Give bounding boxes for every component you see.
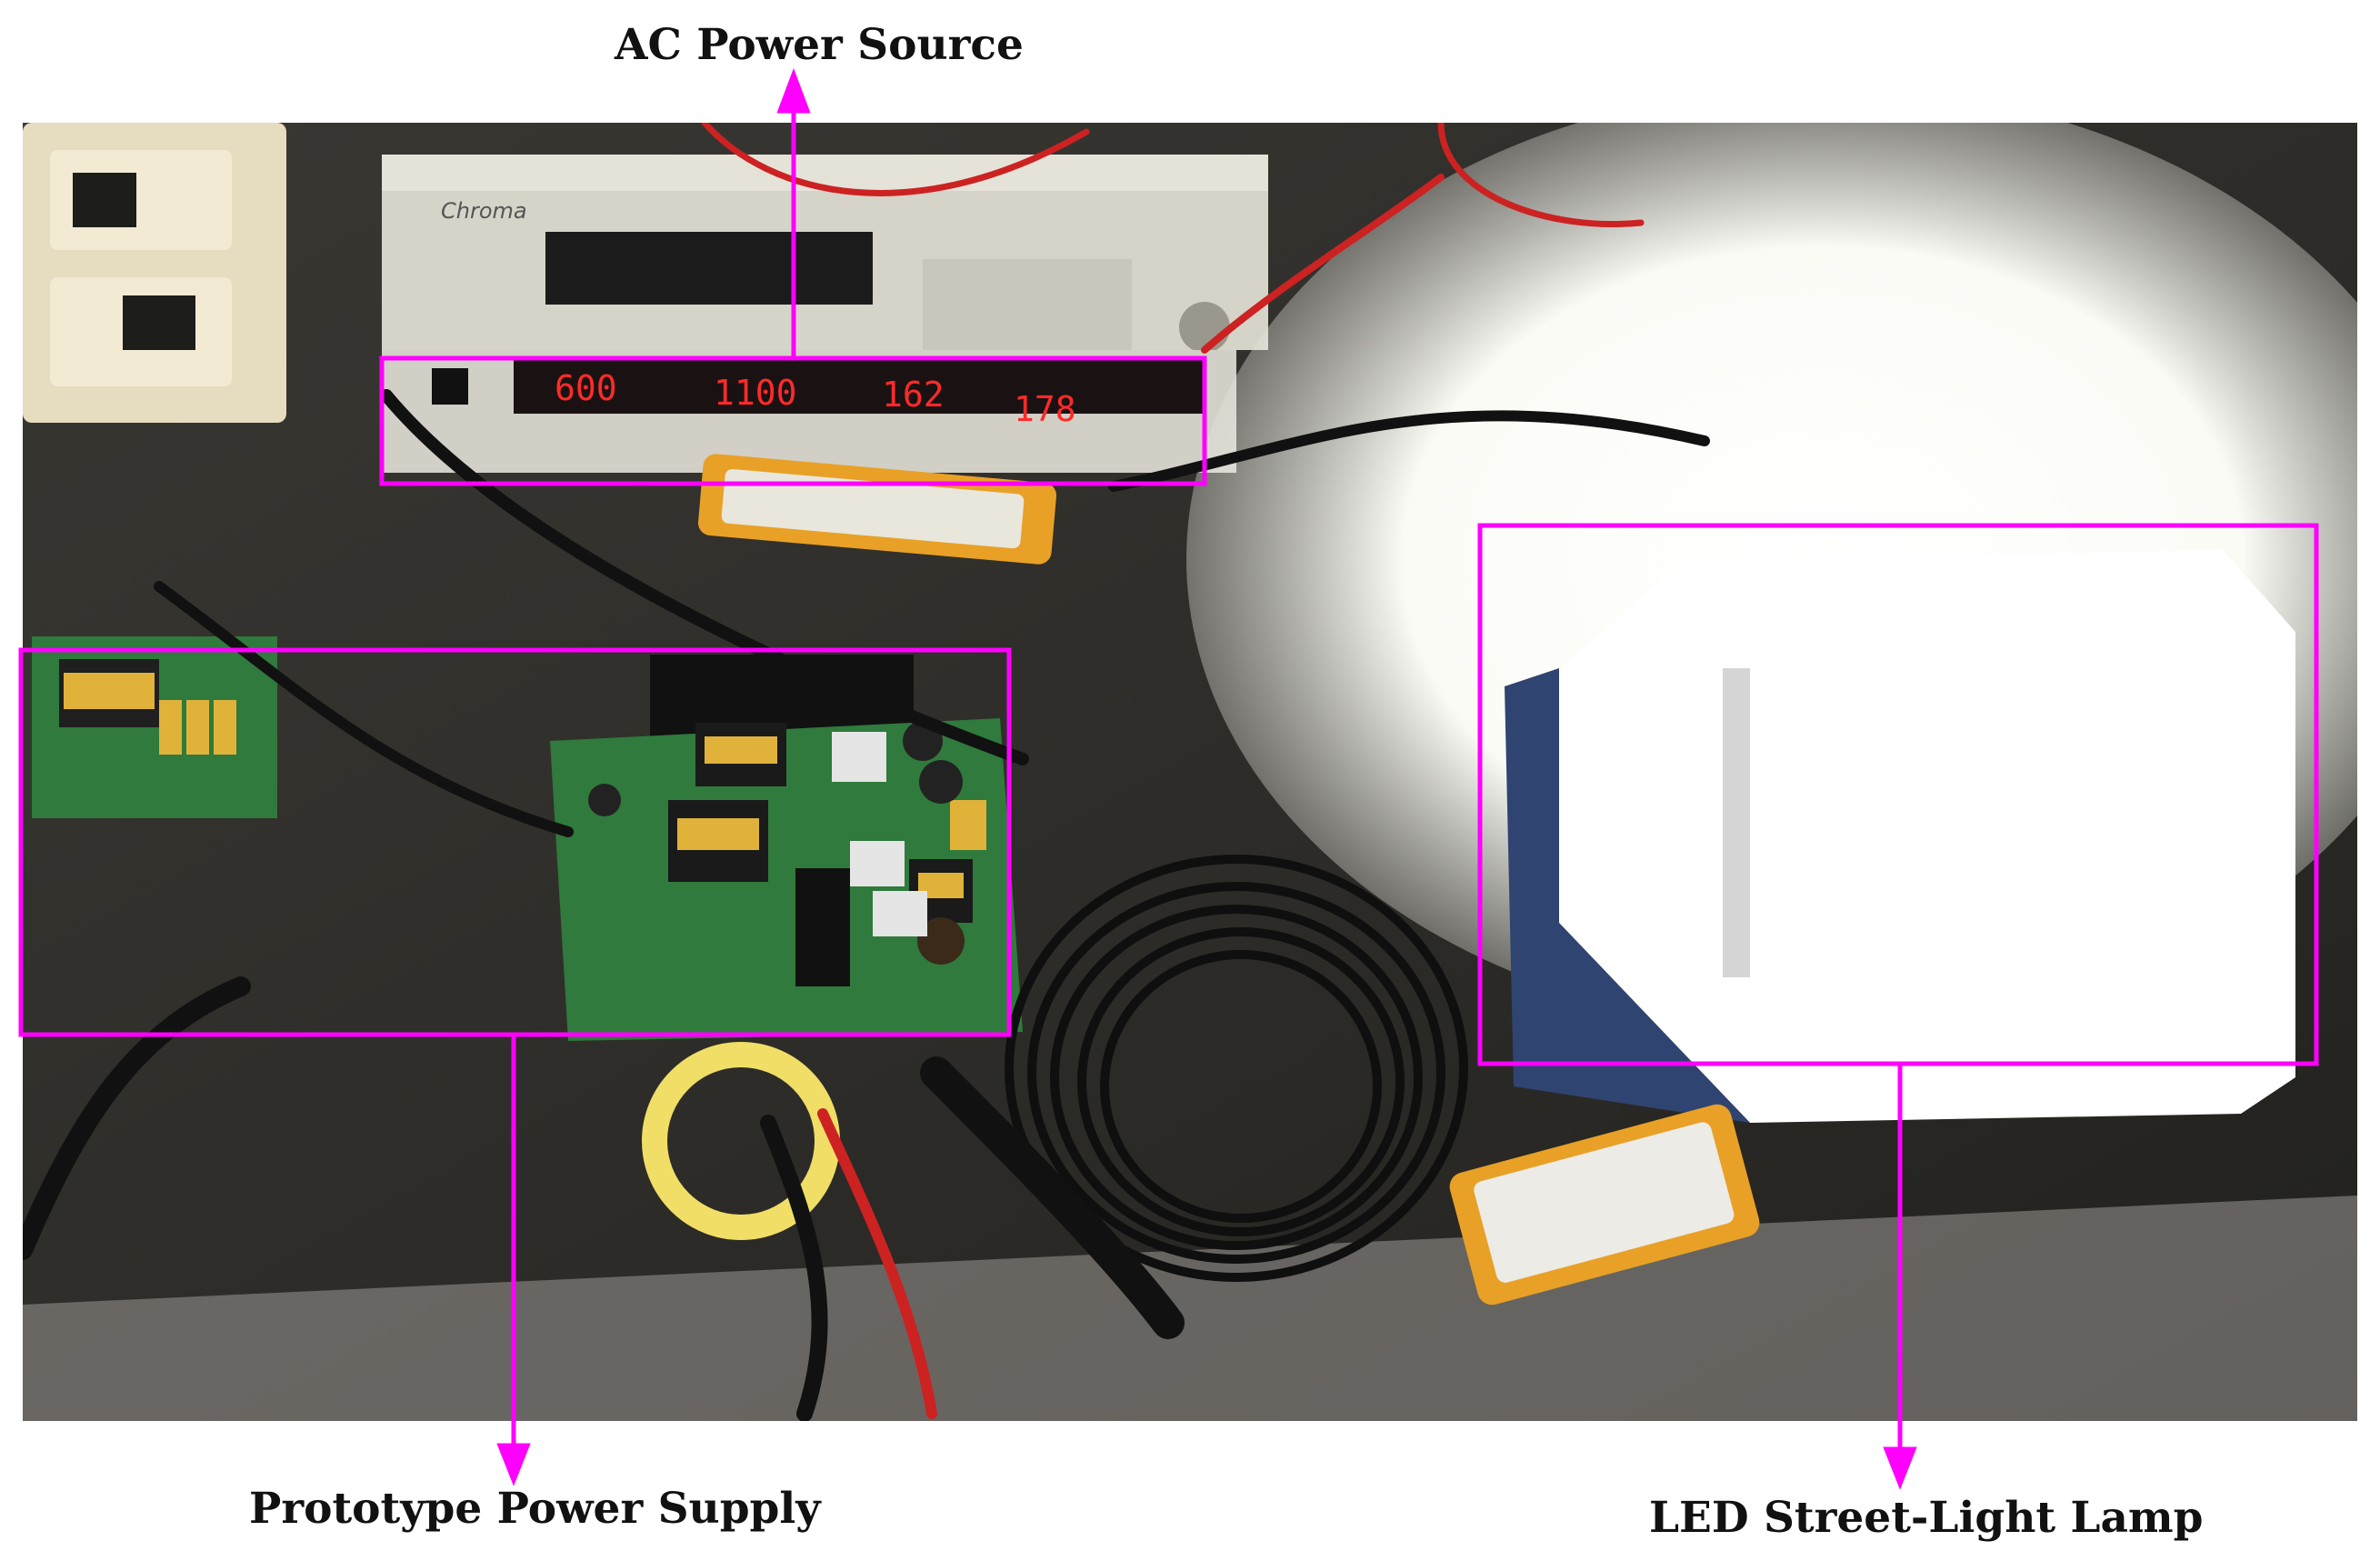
display-value-1: 600 — [555, 368, 617, 408]
label-prototype-power-supply: Prototype Power Supply — [249, 1484, 821, 1534]
test-setup-photo: Chroma 600 1100 162 178 — [23, 123, 2357, 1421]
label-led-street-light-lamp: LED Street-Light Lamp — [1649, 1493, 2204, 1543]
arrow-down-icon — [496, 1443, 531, 1486]
wall-outlets — [23, 123, 286, 423]
display-value-3: 162 — [882, 375, 945, 415]
main-pcb — [550, 718, 1023, 1041]
arrow-up-icon — [776, 67, 811, 114]
display-value-4: 178 — [1014, 389, 1076, 429]
display-value-2: 1100 — [714, 373, 797, 413]
ac-source-front-panel: 600 1100 162 178 — [382, 350, 1236, 473]
label-ac-power-source: AC Power Source — [615, 20, 1024, 70]
arrow-down-icon — [1883, 1446, 1917, 1490]
svg-text:Chroma: Chroma — [441, 198, 527, 224]
small-pcb — [32, 636, 277, 818]
coiled-cable — [1005, 855, 1468, 1282]
